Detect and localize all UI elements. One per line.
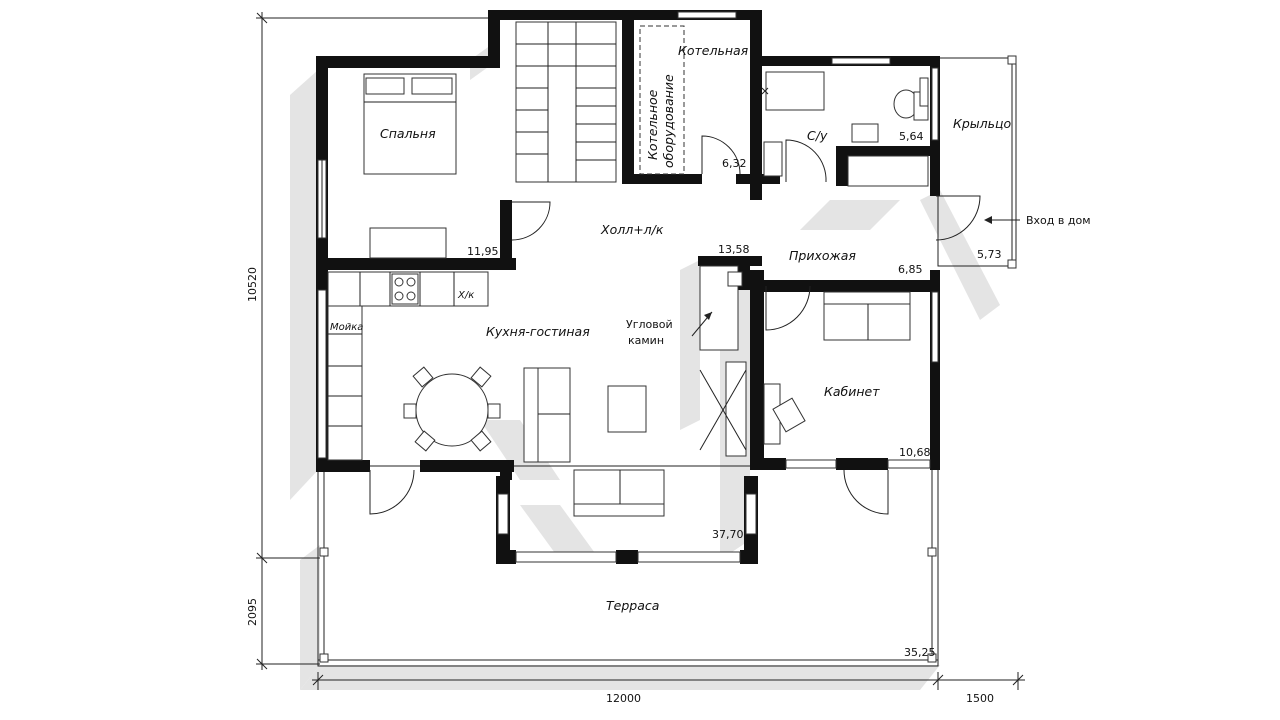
corner-fireplace (691, 265, 743, 351)
room-label-bedroom: Спальня (380, 126, 436, 141)
dimension-width-porch: 1500 (966, 692, 994, 705)
area-kitchen-living: 37,70 (712, 528, 744, 541)
windows (317, 11, 939, 563)
tv-stand (699, 361, 747, 457)
room-label-entrance: Прихожая (789, 248, 856, 263)
office-sofa (823, 291, 911, 341)
room-label-boiler: Котельная (678, 43, 749, 58)
staircase (515, 21, 617, 183)
fireplace-label-1: Угловой (626, 318, 673, 331)
dining-table (403, 366, 501, 452)
fridge-label: Х/к (457, 290, 474, 301)
area-boiler: 6,32 (722, 157, 747, 170)
area-terrace: 35,25 (904, 646, 936, 659)
room-label-office: Кабинет (824, 384, 880, 399)
room-label-porch: Крыльцо (953, 116, 1012, 131)
room-label-terrace: Терраса (606, 598, 659, 613)
doors (369, 135, 981, 515)
sofa-left (523, 367, 571, 463)
boiler-equipment-label-2: оборудование (661, 74, 676, 168)
boiler-equipment-label-1: Котельное (645, 89, 660, 160)
area-bathroom: 5,64 (899, 130, 924, 143)
stove (391, 273, 419, 305)
room-label-bathroom: С/у (807, 128, 828, 143)
coffee-table (607, 385, 647, 433)
bathroom-fixtures (761, 71, 929, 177)
area-hall: 13,58 (718, 243, 750, 256)
bed (363, 73, 457, 175)
plan-shadows (290, 40, 1000, 690)
terrace-outline (317, 465, 939, 667)
fireplace-label-2: камин (628, 334, 664, 347)
area-porch: 5,73 (977, 248, 1002, 261)
dresser (369, 227, 447, 259)
sofa-bottom (573, 469, 665, 517)
dimension-height-terrace: 2095 (246, 598, 259, 626)
dimension-lines (256, 12, 1025, 690)
area-bedroom: 11,95 (467, 245, 499, 258)
room-label-hall: Холл+л/к (600, 222, 664, 237)
room-label-kitchen-living: Кухня-гостиная (486, 324, 590, 339)
dimension-height-main: 10520 (246, 267, 259, 302)
entry-label: Вход в дом (1026, 214, 1091, 227)
area-entrance: 6,85 (898, 263, 923, 276)
office-desk (763, 383, 806, 445)
entrance-cabinet (847, 155, 929, 187)
area-office: 10,68 (899, 446, 931, 459)
sink-label: Мойка (330, 322, 363, 333)
dimension-width-main: 12000 (606, 692, 641, 705)
